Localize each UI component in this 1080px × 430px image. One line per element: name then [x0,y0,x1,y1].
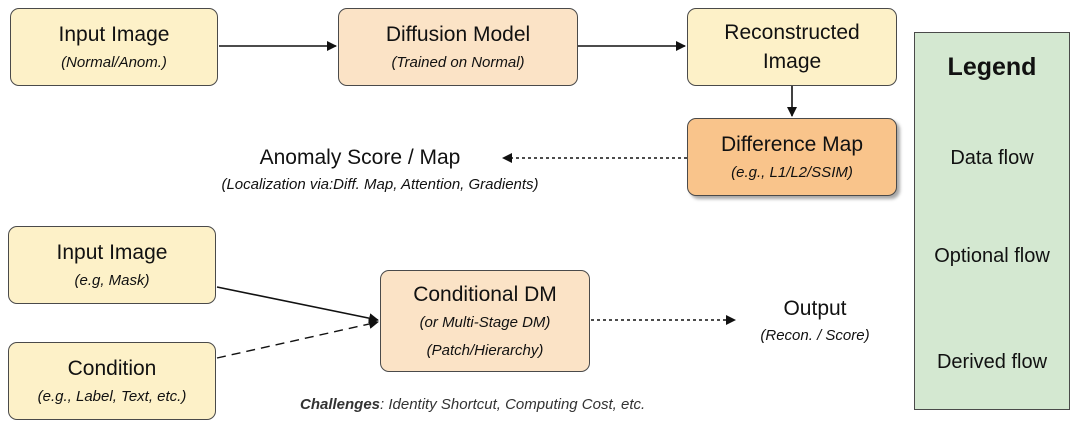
diffusion-model-subtitle: (Trained on Normal) [391,54,525,71]
output-title: Output [783,297,847,320]
anomaly-score-title: Anomaly Score / Map [259,146,461,169]
arrow-condition-to-conditional [216,319,379,359]
condition-node: Condition (e.g., Label, Text, etc.) [8,342,216,420]
anomaly-score-label: Anomaly Score / Map (Localization via:Di… [160,144,600,196]
legend-optional-flow-label: Optional flow [934,245,1050,267]
legend-title: Legend [947,53,1037,81]
input-image-node: Input Image (Normal/Anom.) [10,8,218,86]
legend-derived-flow-label: Derived flow [936,351,1048,373]
reconstructed-title-line2: Image [762,50,822,73]
input-image-mask-node: Input Image (e.g, Mask) [8,226,216,304]
condition-title: Condition [67,357,157,380]
reconstructed-title-line1: Reconstructed [724,21,860,44]
challenges-label: Challenges [300,396,381,413]
input-image-subtitle: (Normal/Anom.) [61,54,167,71]
output-subtitle: (Recon. / Score) [760,327,870,344]
reconstructed-image-node: Reconstructed Image [687,8,897,86]
legend-panel: Legend Data flow Optional flow Derived f… [914,32,1070,410]
conditional-dm-subtitle2: (Patch/Hierarchy) [426,342,544,359]
diffusion-model-title: Diffusion Model [385,23,531,46]
conditional-dm-title: Conditional DM [413,283,557,306]
input-image-title: Input Image [58,23,170,46]
anomaly-score-subtitle: (Localization via:Diff. Map, Attention, … [221,176,539,193]
conditional-dm-node: Conditional DM (or Multi-Stage DM) (Patc… [380,270,590,372]
diffusion-model-node: Diffusion Model (Trained on Normal) [338,8,578,86]
output-label: Output (Recon. / Score) [735,296,895,347]
challenges-text: : Identity Shortcut, Computing Cost, etc… [380,396,646,413]
difference-map-subtitle: (e.g., L1/L2/SSIM) [731,164,853,181]
condition-subtitle: (e.g., Label, Text, etc.) [37,388,187,405]
arrow-input-to-conditional [216,286,379,324]
challenges-note: Challenges: Identity Shortcut, Computing… [300,396,645,413]
input-image-mask-title: Input Image [56,241,168,264]
conditional-dm-subtitle1: (or Multi-Stage DM) [419,314,551,331]
input-image-mask-subtitle: (e.g, Mask) [74,272,150,289]
legend-data-flow-label: Data flow [950,147,1034,169]
difference-map-node: Difference Map (e.g., L1/L2/SSIM) [687,118,897,196]
difference-map-title: Difference Map [720,133,864,156]
